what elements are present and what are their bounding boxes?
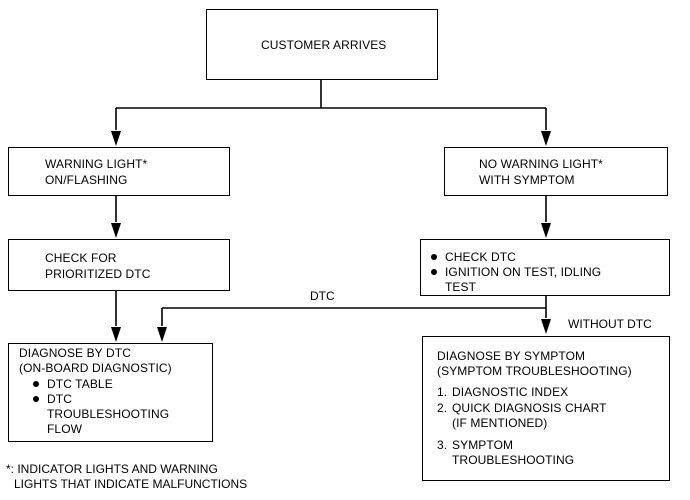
footnote-line-2: LIGHTS THAT INDICATE MALFUNCTIONS	[14, 477, 248, 491]
arrowhead-prioritized-to-diagnose-dtc	[111, 327, 121, 342]
symptom-item-2-text-2: (IF MENTIONED)	[452, 416, 548, 430]
check-prioritized-dtc-box: CHECK FOR PRIORITIZED DTC	[8, 239, 230, 291]
bullet-icon	[431, 254, 437, 260]
symptom-item-2-text-1: QUICK DIAGNOSIS CHART	[452, 401, 607, 415]
check-dtc-continuation: TEST	[445, 280, 477, 294]
no-warning-light-line-1: NO WARNING LIGHT*	[479, 157, 603, 171]
check-prioritized-line-1: CHECK FOR	[45, 251, 117, 265]
check-prioritized-line-2: PRIORITIZED DTC	[45, 267, 151, 281]
arrowhead-check-dtc	[541, 223, 551, 238]
diagnose-dtc-continuation-2: FLOW	[47, 422, 83, 436]
diagnose-by-dtc-box: DIAGNOSE BY DTC (ON-BOARD DIAGNOSTIC) DT…	[8, 343, 213, 442]
symptom-item-3-text-1: SYMPTOM	[452, 438, 514, 452]
symptom-item-2-num: 2.	[437, 401, 448, 415]
warning-light-box: WARNING LIGHT* ON/FLASHING	[8, 147, 230, 196]
diagnose-dtc-title-2: (ON-BOARD DIAGNOSTIC)	[19, 361, 172, 375]
arrowhead-warning-light	[111, 131, 121, 146]
dtc-edge-label: DTC	[310, 289, 335, 303]
arrowhead-dtc-branch	[157, 327, 167, 342]
footnote-line-1: *: INDICATOR LIGHTS AND WARNING	[6, 462, 218, 476]
bullet-icon	[33, 381, 39, 387]
warning-light-line-2: ON/FLASHING	[45, 173, 128, 187]
diagnose-by-symptom-box: DIAGNOSE BY SYMPTOM (SYMPTOM TROUBLESHOO…	[422, 336, 670, 481]
diagnose-symptom-title-2: (SYMPTOM TROUBLESHOOTING)	[437, 364, 632, 378]
bullet-icon	[431, 269, 437, 275]
customer-arrives-box: CUSTOMER ARRIVES	[206, 9, 438, 80]
check-dtc-box: CHECK DTC IGNITION ON TEST, IDLING TEST	[420, 239, 670, 296]
symptom-item-3-text-2: TROUBLESHOOTING	[452, 453, 575, 467]
customer-arrives-label: CUSTOMER ARRIVES	[261, 38, 387, 52]
symptom-item-1-text: DIAGNOSTIC INDEX	[452, 385, 569, 399]
arrowhead-check-prioritized	[111, 223, 121, 238]
bullet-icon	[33, 396, 39, 402]
no-warning-light-box: NO WARNING LIGHT* WITH SYMPTOM	[444, 147, 668, 196]
without-dtc-edge-label: WITHOUT DTC	[568, 317, 652, 331]
warning-light-line-1: WARNING LIGHT*	[45, 157, 148, 171]
arrowhead-without-dtc	[541, 319, 551, 334]
diagnose-dtc-bullet-2-text: DTC	[47, 392, 72, 406]
no-warning-light-line-2: WITH SYMPTOM	[479, 173, 575, 187]
diagnose-dtc-continuation-1: TROUBLESHOOTING	[47, 407, 170, 421]
symptom-item-3-num: 3.	[437, 438, 448, 452]
symptom-item-1-num: 1.	[437, 385, 448, 399]
diagnose-dtc-title-1: DIAGNOSE BY DTC	[19, 346, 131, 360]
check-dtc-bullet-2-text: IGNITION ON TEST, IDLING	[445, 265, 602, 279]
diagnose-symptom-title-1: DIAGNOSE BY SYMPTOM	[437, 349, 586, 363]
check-dtc-bullet-1-text: CHECK DTC	[445, 250, 516, 264]
arrowhead-no-warning-light	[541, 131, 551, 146]
diagnose-dtc-bullet-1-text: DTC TABLE	[47, 377, 113, 391]
